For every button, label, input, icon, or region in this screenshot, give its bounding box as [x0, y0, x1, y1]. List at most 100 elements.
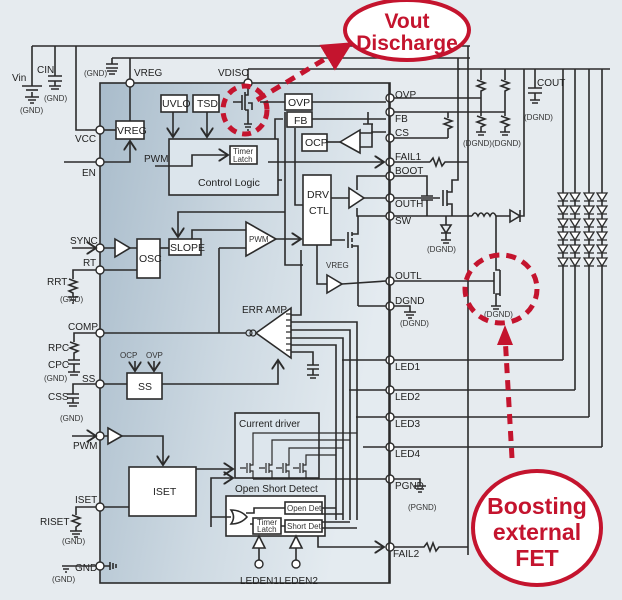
- slope-block-label: SLOPE: [170, 242, 205, 254]
- pwm-comparator: [245, 220, 278, 258]
- css-gnd-label: (GND): [60, 414, 83, 423]
- timer-latch-block: [229, 145, 258, 165]
- pin-outh-label: OUTH: [395, 199, 423, 210]
- led-diode: [568, 205, 582, 216]
- boost-fet-pointer: [502, 334, 515, 459]
- led-diode: [582, 244, 596, 255]
- pin-boot: [385, 171, 395, 181]
- pwm-comparator-label: PWM: [249, 235, 269, 244]
- pwm-input-label: PWM: [144, 154, 168, 165]
- timer-latch-label-1: Timer: [233, 147, 253, 156]
- pin-en: [95, 157, 105, 167]
- pin-rt: [95, 265, 105, 275]
- pin-pgnd: [385, 474, 395, 484]
- err-amp: [254, 306, 292, 360]
- drv-ctl-label-1: DRV: [307, 189, 329, 201]
- pin-ovp: [385, 93, 395, 103]
- slope-block: [168, 238, 202, 256]
- pin-fail1: [385, 157, 395, 167]
- led-diode: [568, 231, 582, 242]
- css-label: CSS: [48, 392, 69, 403]
- ocp-block-label: OCP: [305, 137, 328, 149]
- pin-led2: [385, 385, 395, 395]
- led-diode: [595, 231, 609, 242]
- led-diode: [595, 192, 609, 203]
- ovp-block-label: OVP: [288, 97, 310, 109]
- pin-leden1: [254, 559, 264, 569]
- pin-cs-label: CS: [395, 128, 409, 139]
- led-diode: [568, 244, 582, 255]
- osc-block: [136, 238, 161, 279]
- pin-rt-label: RT: [83, 258, 96, 269]
- pin-ss: [95, 379, 105, 389]
- boost-fet-line-1: Boosting: [487, 493, 587, 519]
- led-diode: [582, 231, 596, 242]
- pin-led2-label: LED2: [395, 392, 420, 403]
- boost-fet-pointer-head: [497, 325, 513, 345]
- cin-label: CIN: [37, 65, 54, 76]
- cpc-gnd-label: (GND): [44, 374, 67, 383]
- pin-sync-label: SYNC: [70, 236, 98, 247]
- ocp-comparator: [338, 128, 361, 155]
- internal-low-fet-symbol: [331, 216, 359, 306]
- led-diode: [568, 257, 582, 268]
- cin-capacitor-symbol: [48, 75, 62, 90]
- ss-ocp-label: OCP: [120, 351, 137, 360]
- pin-fail2-label: FAIL2: [393, 549, 420, 560]
- uvlo-block-label: UVLO: [162, 98, 191, 110]
- led-diode: [582, 205, 596, 216]
- open-short-detect-label: Open Short Detect: [235, 484, 318, 495]
- led-diode: [556, 192, 570, 203]
- led-diode: [595, 244, 609, 255]
- led-diode: [556, 218, 570, 229]
- pin-pwm-label: PWM: [73, 441, 97, 452]
- vreg-block-label: VREG: [117, 125, 147, 137]
- dgnd-pin-gnd-label: (DGND): [400, 319, 429, 328]
- current-driver-label: Current driver: [239, 419, 301, 430]
- timer-latch2-label-2: Latch: [257, 525, 277, 534]
- pin-iset-label: ISET: [75, 495, 97, 506]
- tsd-block-label: TSD: [197, 98, 218, 110]
- iset-block: [128, 466, 197, 517]
- pin-pgnd-label: PGND: [395, 481, 424, 492]
- pin-en-label: EN: [82, 168, 96, 179]
- cpc-label: CPC: [48, 360, 69, 371]
- ss-block-label: SS: [138, 381, 152, 393]
- external-right-circuit: [394, 46, 603, 555]
- led-diode: [595, 205, 609, 216]
- pin-outl: [385, 276, 395, 286]
- err-amp-label: ERR AMP: [242, 305, 287, 316]
- tsd-block: [192, 94, 220, 113]
- vout-discharge-line-1: Vout: [384, 10, 429, 33]
- pin-dgnd-label: DGND: [395, 296, 424, 307]
- vout-discharge-line-2: Discharge: [356, 32, 458, 55]
- open-det-label: Open Det: [287, 504, 322, 513]
- cout-label: COUT: [537, 78, 565, 89]
- pin-vcc-label: VCC: [75, 134, 96, 145]
- pgnd-gnd-label: (PGND): [408, 503, 437, 512]
- iset-block-label: ISET: [153, 486, 177, 498]
- pin-pwm: [95, 431, 105, 441]
- timer-latch2-label-1: Timer: [257, 518, 277, 527]
- pin-leden2: [291, 559, 301, 569]
- discharge-fet-symbol: [233, 87, 253, 131]
- vreg-capacitor-symbol: [106, 58, 118, 75]
- pin-dgnd: [385, 301, 395, 311]
- vin-gnd-label: (GND): [20, 106, 43, 115]
- pin-led1: [385, 355, 395, 365]
- riset-label: RISET: [40, 517, 69, 528]
- pin-led3: [385, 412, 395, 422]
- boost-fet-line-3: FET: [515, 545, 558, 571]
- vout-discharge-callout: [343, 0, 471, 62]
- fb-block-label: FB: [294, 115, 307, 127]
- led-diode: [568, 218, 582, 229]
- pin-led3-label: LED3: [395, 419, 420, 430]
- pin-sw: [385, 211, 395, 221]
- riset-gnd-label: (GND): [62, 537, 85, 546]
- cin-gnd-label: (GND): [44, 94, 67, 103]
- pin-fb-label: FB: [395, 114, 408, 125]
- pin-boot-label: BOOT: [395, 166, 423, 177]
- pin-sw-label: SW: [395, 216, 412, 227]
- pin-gnd-label: GND: [75, 563, 97, 574]
